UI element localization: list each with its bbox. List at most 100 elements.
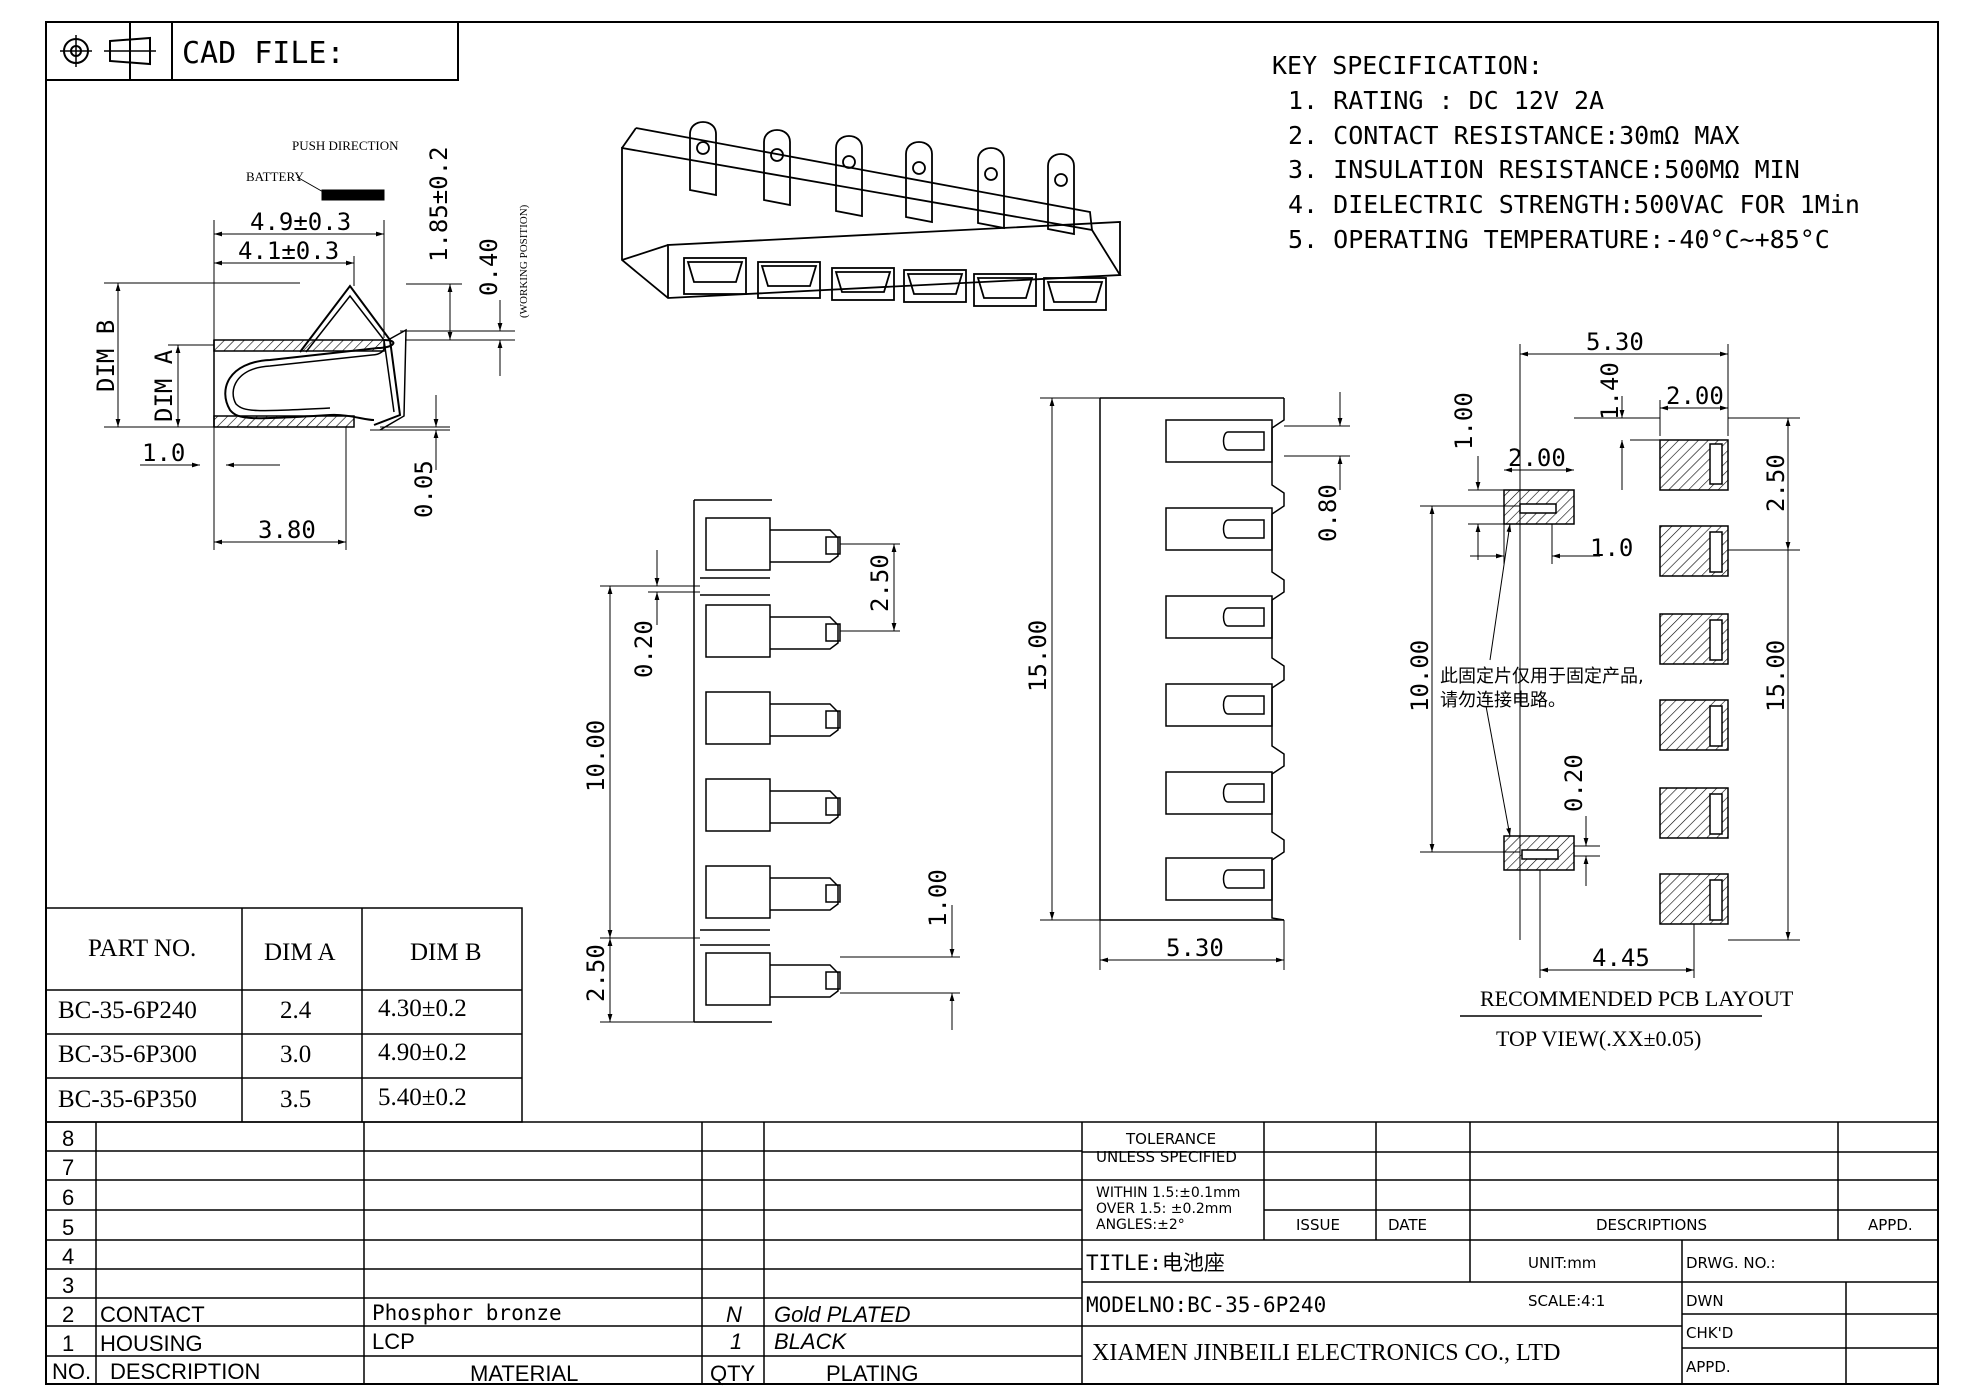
part-no-cell: BC-35-6P350: [58, 1086, 197, 1113]
contact-side-view: PUSH DIRECTION BATTERY (WORKING POSITION…: [92, 138, 530, 550]
chkd-label: CHK'D: [1686, 1324, 1733, 1342]
bom-no: 1: [62, 1331, 74, 1356]
bom-row-number: 5: [62, 1215, 74, 1240]
dim-b-cell: 4.90±0.2: [378, 1039, 467, 1066]
pcb-dim-5-30: 5.30: [1586, 328, 1644, 356]
bom-description: HOUSING: [100, 1331, 203, 1356]
part-no-header: PART NO.: [88, 935, 196, 962]
dim-10-00: 10.00: [582, 720, 610, 792]
dim-a-cell: 2.4: [280, 997, 312, 1024]
tolerance-over: OVER 1.5: ±0.2mm: [1096, 1201, 1232, 1217]
bom-material-header: MATERIAL: [470, 1361, 578, 1386]
dim-a-label: DIM A: [150, 349, 178, 422]
dim-15-00: 15.00: [1024, 620, 1052, 692]
dim-3-80: 3.80: [258, 516, 316, 544]
bom-no-header: NO.: [52, 1359, 91, 1384]
appd2-label: APPD.: [1686, 1358, 1731, 1376]
title-block: TOLERANCE UNLESS SPECIFIED WITHIN 1.5:±0…: [1082, 1122, 1938, 1384]
key-spec-item: 2. CONTACT RESISTANCE:30mΩ MAX: [1288, 121, 1740, 150]
bom-material: LCP: [372, 1329, 415, 1354]
recommended-pcb-layout: RECOMMENDED PCB LAYOUT: [1480, 986, 1794, 1011]
dim-b-label: DIM B: [92, 320, 120, 392]
dim-0-80: 0.80: [1314, 484, 1342, 542]
key-spec-item: 3. INSULATION RESISTANCE:500MΩ MIN: [1288, 155, 1800, 184]
dim-b-cell: 5.40±0.2: [378, 1084, 467, 1111]
working-position-label: (WORKING POSITION): [518, 204, 530, 318]
key-spec-item: 5. OPERATING TEMPERATURE:-40°C~+85°C: [1288, 225, 1830, 254]
projection-cone-icon: [104, 36, 156, 66]
pcb-pads: [1503, 439, 1729, 925]
scale-label: SCALE:4:1: [1528, 1292, 1605, 1310]
pcb-dim-4-45: 4.45: [1592, 944, 1650, 972]
part-no-cell: BC-35-6P240: [58, 997, 197, 1024]
pcb-dim-15-00: 15.00: [1762, 640, 1790, 712]
unit-label: UNIT:mm: [1528, 1254, 1596, 1272]
bom-material: Phosphor bronze: [372, 1301, 562, 1325]
dim-4-9: 4.9±0.3: [250, 208, 351, 236]
dim-a-header: DIM A: [264, 939, 336, 966]
descriptions-label: DESCRIPTIONS: [1596, 1216, 1707, 1234]
pcb-note-line1: 此固定片仅用于固定产品,: [1440, 666, 1644, 687]
pcb-note-line2: 请勿连接电路。: [1440, 690, 1566, 711]
bom-row-number: 4: [62, 1244, 74, 1269]
dim-2-50-bottom: 2.50: [582, 944, 610, 1002]
pcb-dim-10-00: 10.00: [1406, 640, 1434, 712]
bom-row-number: 6: [62, 1185, 74, 1210]
cad-file-label: CAD FILE:: [182, 36, 345, 71]
isometric-view: [621, 121, 1122, 311]
top-view-tolerance: TOP VIEW(.XX±0.05): [1496, 1026, 1701, 1051]
dim-0-05: 0.05: [410, 460, 438, 518]
pcb-dim-2-00: 2.00: [1508, 444, 1566, 472]
title-field: TITLE:电池座: [1086, 1251, 1225, 1275]
bom-description: CONTACT: [100, 1302, 205, 1327]
bom-plating-header: PLATING: [826, 1361, 919, 1386]
battery-block: [321, 189, 385, 201]
dwn-label: DWN: [1686, 1292, 1724, 1310]
cad-file-box: CAD FILE:: [45, 21, 459, 81]
bom-qty-header: QTY: [710, 1361, 756, 1386]
bom-description-header: DESCRIPTION: [110, 1359, 260, 1384]
pcb-dim-1-00: 1.00: [1450, 392, 1478, 450]
dim-0-40: 0.40: [475, 238, 503, 296]
bom-qty: 1: [730, 1329, 742, 1354]
bom-qty: N: [726, 1302, 742, 1327]
dim-5-30: 5.30: [1166, 934, 1224, 962]
dim-4-1: 4.1±0.3: [238, 237, 339, 265]
pcb-dim-2-00-top: 2.00: [1666, 382, 1724, 410]
top-view: 15.00 0.80 5.30: [1024, 392, 1350, 970]
company-name: XIAMEN JINBEILI ELECTRONICS CO., LTD: [1092, 1340, 1560, 1366]
dim-2-50: 2.50: [866, 554, 894, 612]
dim-b-header: DIM B: [410, 939, 482, 966]
dim-a-cell: 3.5: [280, 1086, 311, 1113]
pcb-dim-1-0: 1.0: [1590, 534, 1633, 562]
bom-row-number: 3: [62, 1273, 74, 1298]
tolerance-label: TOLERANCE: [1125, 1130, 1216, 1148]
pcb-dim-2-50: 2.50: [1762, 454, 1790, 512]
bom-row-number: 8: [62, 1126, 74, 1151]
model-no-field: MODELNO:BC-35-6P240: [1086, 1293, 1326, 1317]
projection-circle-icon: [60, 35, 92, 67]
tolerance-within: WITHIN 1.5:±0.1mm: [1096, 1185, 1240, 1201]
bom-no: 2: [62, 1302, 74, 1327]
sheet-border: [45, 21, 1939, 1385]
bom-plating: BLACK: [774, 1329, 847, 1354]
front-view: 2.50 0.20 10.00 1.00 2.50: [582, 499, 960, 1030]
bom-row-number: 7: [62, 1155, 74, 1180]
date-label: DATE: [1388, 1216, 1427, 1234]
pcb-dim-1-40: 1.40: [1596, 362, 1624, 420]
unless-specified-label: UNLESS SPECIFIED: [1096, 1148, 1237, 1166]
key-spec-title: KEY SPECIFICATION:: [1272, 51, 1543, 80]
key-spec-item: 1. RATING : DC 12V 2A: [1288, 86, 1604, 115]
key-specification: KEY SPECIFICATION: 1. RATING : DC 12V 2A…: [1272, 51, 1860, 254]
battery-label: BATTERY: [246, 169, 304, 184]
dim-1-0: 1.0: [142, 439, 185, 467]
issue-label: ISSUE: [1296, 1216, 1340, 1234]
dim-0-20: 0.20: [630, 620, 658, 678]
part-no-cell: BC-35-6P300: [58, 1041, 197, 1068]
part-table: PART NO. DIM A DIM B BC-35-6P240 2.4 4.3…: [45, 907, 523, 1123]
drwg-no-label: DRWG. NO.:: [1686, 1254, 1776, 1272]
key-spec-item: 4. DIELECTRIC STRENGTH:500VAC FOR 1Min: [1288, 190, 1860, 219]
dim-1-00: 1.00: [924, 869, 952, 927]
appd-label: APPD.: [1868, 1216, 1913, 1234]
